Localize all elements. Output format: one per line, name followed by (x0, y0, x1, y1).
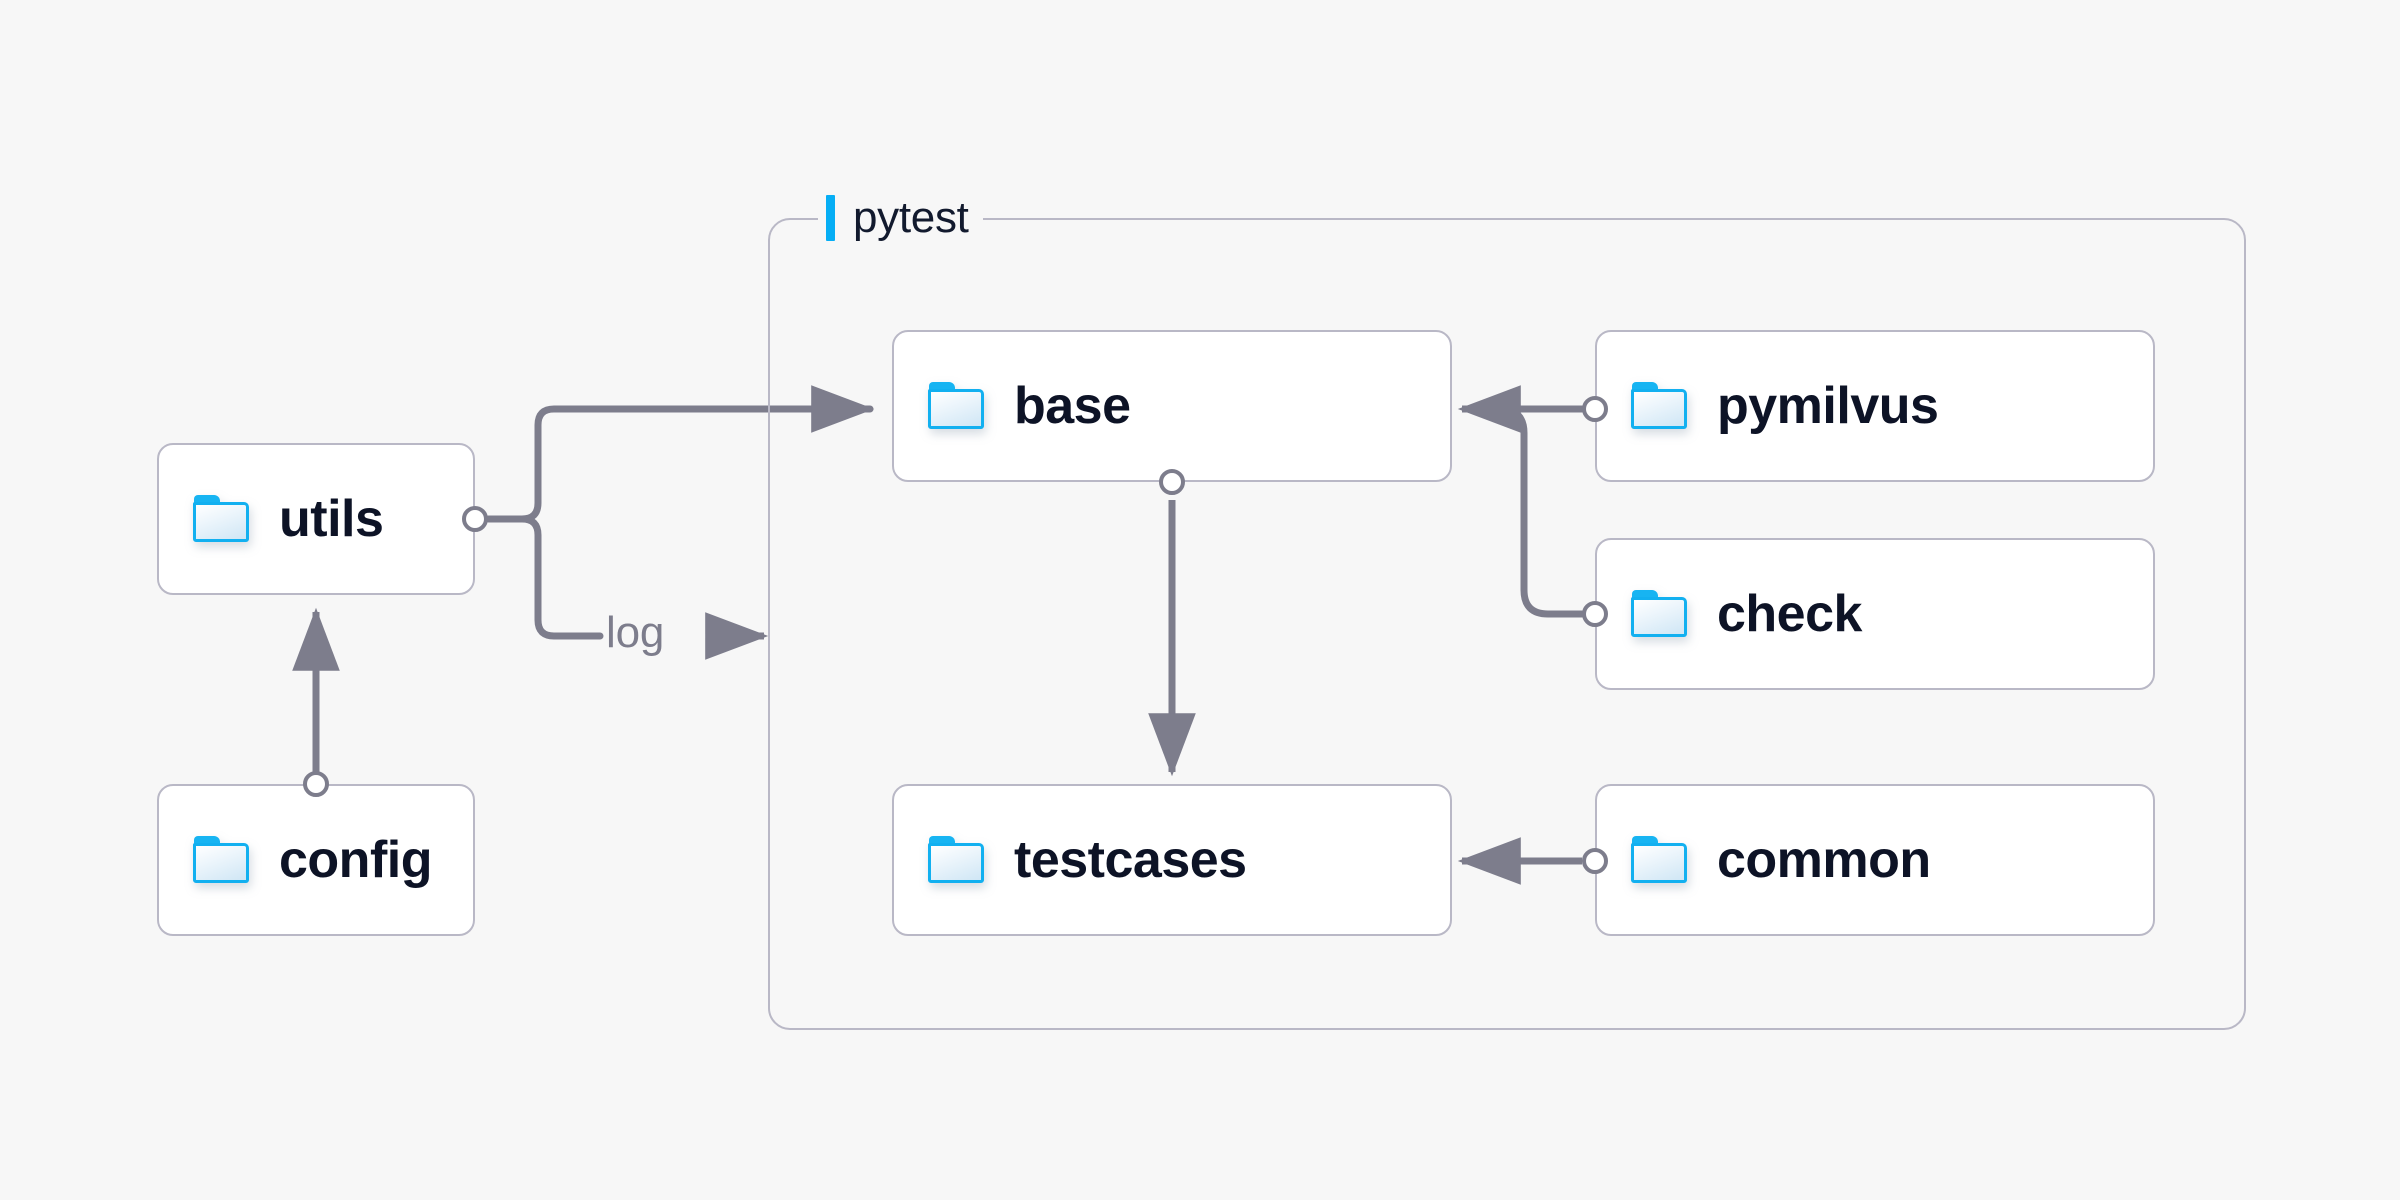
node-label-utils: utils (279, 490, 384, 548)
port-base-bottom[interactable] (1159, 469, 1185, 495)
port-check-left[interactable] (1582, 601, 1608, 627)
node-label-check: check (1717, 585, 1862, 643)
folder-icon (1631, 382, 1689, 430)
node-label-config: config (279, 831, 432, 889)
node-base[interactable]: base (892, 330, 1452, 482)
port-utils-right[interactable] (462, 506, 488, 532)
group-pytest-title: pytest (818, 190, 983, 246)
edge-label-log: log (606, 608, 665, 657)
folder-icon (928, 836, 986, 884)
folder-icon (193, 495, 251, 543)
node-pymilvus[interactable]: pymilvus (1595, 330, 2155, 482)
folder-icon (193, 836, 251, 884)
folder-icon (928, 382, 986, 430)
node-config[interactable]: config (157, 784, 475, 936)
group-pytest[interactable] (768, 218, 2246, 1030)
folder-icon (1631, 590, 1689, 638)
node-label-base: base (1014, 377, 1131, 435)
node-testcases[interactable]: testcases (892, 784, 1452, 936)
port-pymilvus-left[interactable] (1582, 396, 1608, 422)
node-common[interactable]: common (1595, 784, 2155, 936)
node-label-testcases: testcases (1014, 831, 1247, 889)
folder-icon (1631, 836, 1689, 884)
port-common-left[interactable] (1582, 848, 1608, 874)
node-utils[interactable]: utils (157, 443, 475, 595)
node-label-pymilvus: pymilvus (1717, 377, 1939, 435)
group-title-label: pytest (853, 193, 969, 242)
edge-utils-to-log (485, 515, 604, 640)
group-accent-bar (826, 195, 835, 241)
node-check[interactable]: check (1595, 538, 2155, 690)
node-label-common: common (1717, 831, 1931, 889)
port-config-top[interactable] (303, 771, 329, 797)
